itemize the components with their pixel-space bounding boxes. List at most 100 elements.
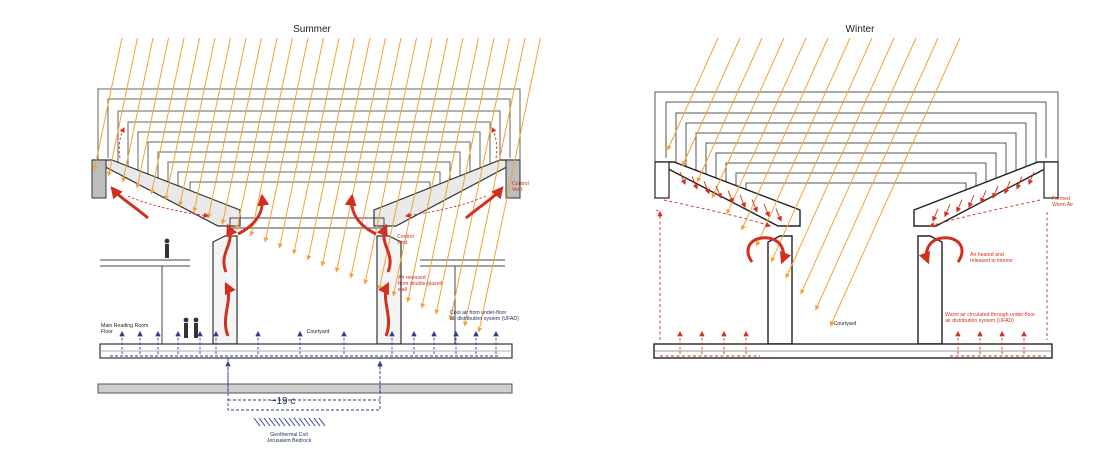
radiant-arrow — [956, 199, 963, 213]
winter-hot-air-arrows — [746, 236, 964, 265]
sun-ray — [711, 37, 785, 199]
sun-ray — [406, 37, 464, 303]
sun-ray — [178, 37, 216, 207]
winter-columns — [767, 235, 943, 345]
sun-ray — [420, 37, 479, 309]
sun-ray — [135, 37, 169, 189]
label-air-heated-2: released to interior — [970, 258, 1013, 264]
sun-ray — [770, 37, 873, 263]
sun-ray — [277, 37, 324, 249]
summer-people — [164, 238, 199, 338]
sun-ray — [448, 37, 510, 321]
sun-ray — [249, 37, 293, 237]
sun-ray — [681, 37, 741, 167]
summer-panel: Summer — [91, 24, 541, 444]
radiant-arrow — [691, 176, 698, 190]
sun-ray — [106, 37, 138, 177]
label-control-vent-mid: Control — [397, 234, 414, 240]
radiant-arrow — [968, 194, 975, 208]
sun-ray — [334, 37, 386, 273]
sun-ray — [800, 37, 917, 295]
sun-ray — [235, 37, 278, 231]
label-air-released-2: from double-glazed — [398, 281, 443, 287]
label-formed-warm-air: Formed — [1052, 196, 1070, 202]
coil-stroke — [303, 417, 311, 427]
label-cool-air-2: air distribution system (UFAD) — [450, 316, 519, 322]
temperature-label: ~19 c — [271, 396, 296, 407]
radiant-arrow — [679, 171, 686, 185]
label-control-vent-mid-2: Vent — [397, 240, 408, 246]
coil-stroke — [263, 417, 271, 427]
radiant-arrow — [932, 208, 939, 222]
coil-stroke — [288, 417, 296, 427]
radiant-arrow — [1016, 176, 1023, 190]
coil-stroke — [293, 417, 301, 427]
sun-ray — [320, 37, 371, 267]
label-geothermal: Geothermal Coil — [270, 432, 307, 438]
radiant-arrow — [715, 185, 722, 199]
radiant-arrow — [739, 194, 746, 208]
sun-ray — [292, 37, 340, 255]
sun-ray — [149, 37, 185, 195]
sun-ray — [741, 37, 829, 231]
sun-ray — [434, 37, 495, 315]
winter-ground-slab — [653, 343, 1053, 359]
radiant-arrow — [703, 181, 710, 195]
sun-ray — [349, 37, 402, 279]
summer-ufad-cool-air — [110, 355, 500, 411]
sun-ray — [306, 37, 355, 261]
label-reading-room-2: Floor — [101, 329, 113, 335]
label-cool-air: Cool air from under-floor — [450, 310, 506, 316]
coil-stroke — [313, 417, 321, 427]
label-air-released-3: wall — [398, 287, 407, 293]
sun-ray — [829, 37, 961, 327]
sun-ray — [363, 37, 417, 285]
sun-ray — [667, 37, 719, 151]
radiant-arrow — [1028, 171, 1035, 185]
radiant-arrow — [727, 190, 734, 204]
label-control-vent-right-2: Vent — [512, 187, 523, 193]
sun-ray — [726, 37, 807, 215]
radiant-arrow — [992, 185, 999, 199]
radiant-arrow — [980, 190, 987, 204]
winter-title: Winter — [846, 24, 876, 35]
sun-ray — [755, 37, 851, 247]
winter-warm-air-loops — [655, 199, 1048, 357]
sun-ray — [696, 37, 763, 183]
sun-ray — [462, 37, 526, 327]
label-air-heated: Air heated and — [970, 252, 1004, 258]
radiant-arrow — [944, 204, 951, 218]
summer-courtyard-label: Courtyard — [307, 329, 330, 335]
label-control-vent-right: Control — [512, 181, 529, 187]
sun-ray — [785, 37, 895, 279]
winter-ufad-arrows — [677, 330, 1027, 354]
sun-ray — [92, 37, 123, 171]
sun-ray — [815, 37, 939, 311]
summer-hot-air-arrows — [110, 186, 504, 337]
winter-radiant-arrows — [679, 171, 1035, 222]
coil-stroke — [283, 417, 291, 427]
label-geothermal-2: Jerusalem Bedrock — [267, 438, 312, 444]
sun-ray — [391, 37, 448, 297]
label-formed-warm-air-2: Warm Air — [1052, 202, 1073, 208]
label-warm-air-circulated-2: air distribution system (UFAD) — [945, 318, 1014, 324]
sun-ray — [477, 37, 541, 333]
coil-stroke — [318, 417, 326, 427]
label-reading-room: Main Reading Room — [101, 323, 148, 329]
sun-ray — [220, 37, 262, 225]
radiant-arrow — [751, 199, 758, 213]
summer-geothermal-coil — [253, 417, 326, 427]
summer-vent-dashed-arrows — [118, 127, 498, 219]
coil-stroke — [273, 417, 281, 427]
summer-title: Summer — [293, 24, 331, 35]
coil-stroke — [278, 417, 286, 427]
sun-ray — [263, 37, 309, 243]
summer-columns — [212, 235, 402, 345]
